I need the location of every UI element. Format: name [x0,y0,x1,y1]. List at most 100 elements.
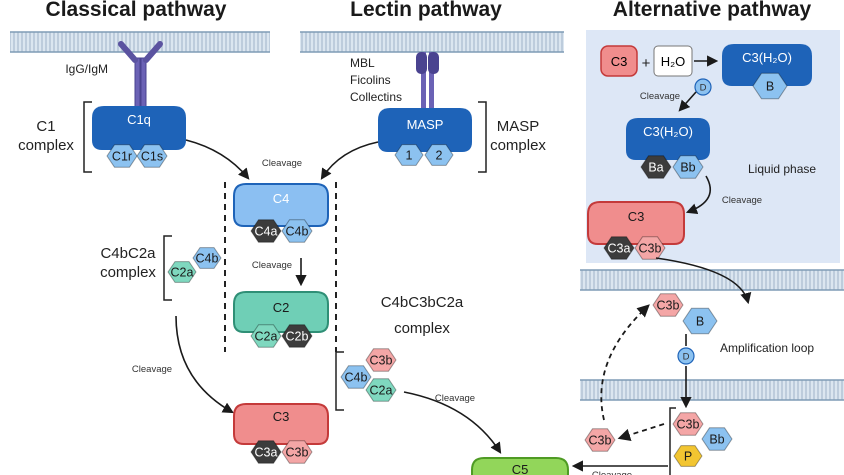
c3a-label: C3a [255,446,278,460]
membrane-alternative-top [580,269,844,291]
mbl-receptor-icon [416,52,439,110]
masp2-hexagon: 2 [424,144,454,166]
arrow-to-c5 [403,391,502,454]
factor-d-label: D [683,352,690,363]
c4-label: C4 [273,191,290,206]
membrane-alternative-bottom [580,379,844,401]
alternative-pathway-title: Alternative pathway [613,0,812,21]
c5-label: C5 [512,462,529,475]
c3b-label: C3b [589,434,612,448]
c4b-label: C4b [286,225,309,239]
c4b-hexagon: C4b [192,247,222,269]
c2a-label: C2a [370,384,393,398]
c1q-protein [92,106,186,150]
liquid-phase-label: Liquid phase [748,162,816,176]
factor-d-icon: D [694,78,712,96]
masp-complex-label-line1: MASP [497,118,540,135]
classical-pathway-title: Classical pathway [46,0,227,21]
membrane-lectin [300,31,564,53]
c2b-label: C2b [286,330,309,344]
c4bc2a-label-line2: complex [100,264,156,281]
h2o-label: H₂O [661,54,686,69]
c2a-hexagon: C2a [250,324,282,348]
bb-hexagon: Bb [672,155,704,179]
c3b-hexagon: C3b [365,348,397,372]
c1s-hexagon: C1s [136,144,168,168]
c3-protein-classical [233,403,329,445]
c1r-hexagon: C1r [106,144,138,168]
arrow-masp-to-c4 [320,141,379,180]
ba-hexagon: Ba [640,155,672,179]
masp2-label: 2 [436,149,443,163]
c4b-label: C4b [345,371,368,385]
ficolins-label: Ficolins [350,73,391,87]
masp-complex-bracket [478,101,487,173]
masp-protein [378,108,472,152]
masp-complex-label-line2: complex [490,137,546,154]
cleavage-label-alt: Cleavage [722,195,762,206]
masp1-hexagon: 1 [394,144,424,166]
h2o-box [653,45,693,77]
bb-label: Bb [680,161,695,175]
factor-b-label: B [766,80,774,94]
c3-protein-alternative [587,201,685,245]
c3b-label: C3b [286,446,309,460]
c4bc3bc2a-bracket [335,351,344,411]
c3h2o-protein-mid [626,118,710,160]
c4bc2a-label-line1: C4bC2a [100,245,156,262]
c2-label: C2 [273,300,290,315]
properdin-hexagon: P [673,445,703,467]
masp-label: MASP [407,117,444,132]
c2a-label: C2a [171,266,194,280]
c3-convertase-bracket [669,407,676,475]
cleavage-label-middle: Cleavage [252,260,292,271]
c4bc3bc2a-label-line1: C4bC3bC2a [381,294,464,311]
c3b-hexagon: C3b [281,440,313,464]
properdin-label: P [684,450,692,464]
c3b-label: C3b [639,242,662,256]
cleavage-label-c5: Cleavage [435,393,475,404]
factor-b-hexagon: B [682,307,718,335]
c3-box-liquid [600,45,638,77]
arrow-to-amplification [655,257,752,305]
c1-complex-label-line1: C1 [36,118,55,135]
c4-protein [233,183,329,227]
factor-d-icon: D [677,347,695,365]
cleavage-label-liquid: Cleavage [640,91,680,102]
igg-igm-label: IgG/IgM [65,62,108,76]
c4bc2a-bracket [163,235,172,301]
masp1-label: 1 [406,149,413,163]
c4b-label: C4b [196,252,219,266]
c2-protein [233,291,329,333]
bb-label: Bb [709,433,724,447]
factor-b-label: B [696,315,704,329]
c3a-hexagon: C3a [250,440,282,464]
dashed-arrow-c3b-release [617,423,665,441]
c2a-label: C2a [255,330,278,344]
factor-d-label: D [700,83,707,94]
c3b-hexagon: C3b [672,412,704,436]
c3h2o-label-top: C3(H₂O) [742,50,792,65]
plus-sign: + [642,55,651,72]
arrow-c4bc2a-to-c3 [175,315,234,414]
dashed-arrow-feedback [600,304,650,421]
c3a-label: C3a [608,242,631,256]
c1-complex-label-line2: complex [18,137,74,154]
c3h2o-label-mid: C3(H₂O) [643,124,693,139]
c4a-hexagon: C4a [250,219,282,243]
c3b-label: C3b [677,418,700,432]
arrow-d-cleavage [678,91,697,112]
arrow-to-c3-liquid [685,175,711,215]
c3-label-liquid: C3 [611,54,628,69]
antibody-icon [118,41,163,109]
bb-hexagon: Bb [701,427,733,451]
amplification-loop-label: Amplification loop [720,341,814,355]
factor-b-hexagon: B [752,72,788,100]
c2b-hexagon: C2b [281,324,313,348]
c3a-hexagon: C3a [603,236,635,260]
c3b-hexagon: C3b [652,293,684,317]
membrane-classical [10,31,270,53]
c4b-hexagon: C4b [281,219,313,243]
c3-label-alternative: C3 [628,209,645,224]
